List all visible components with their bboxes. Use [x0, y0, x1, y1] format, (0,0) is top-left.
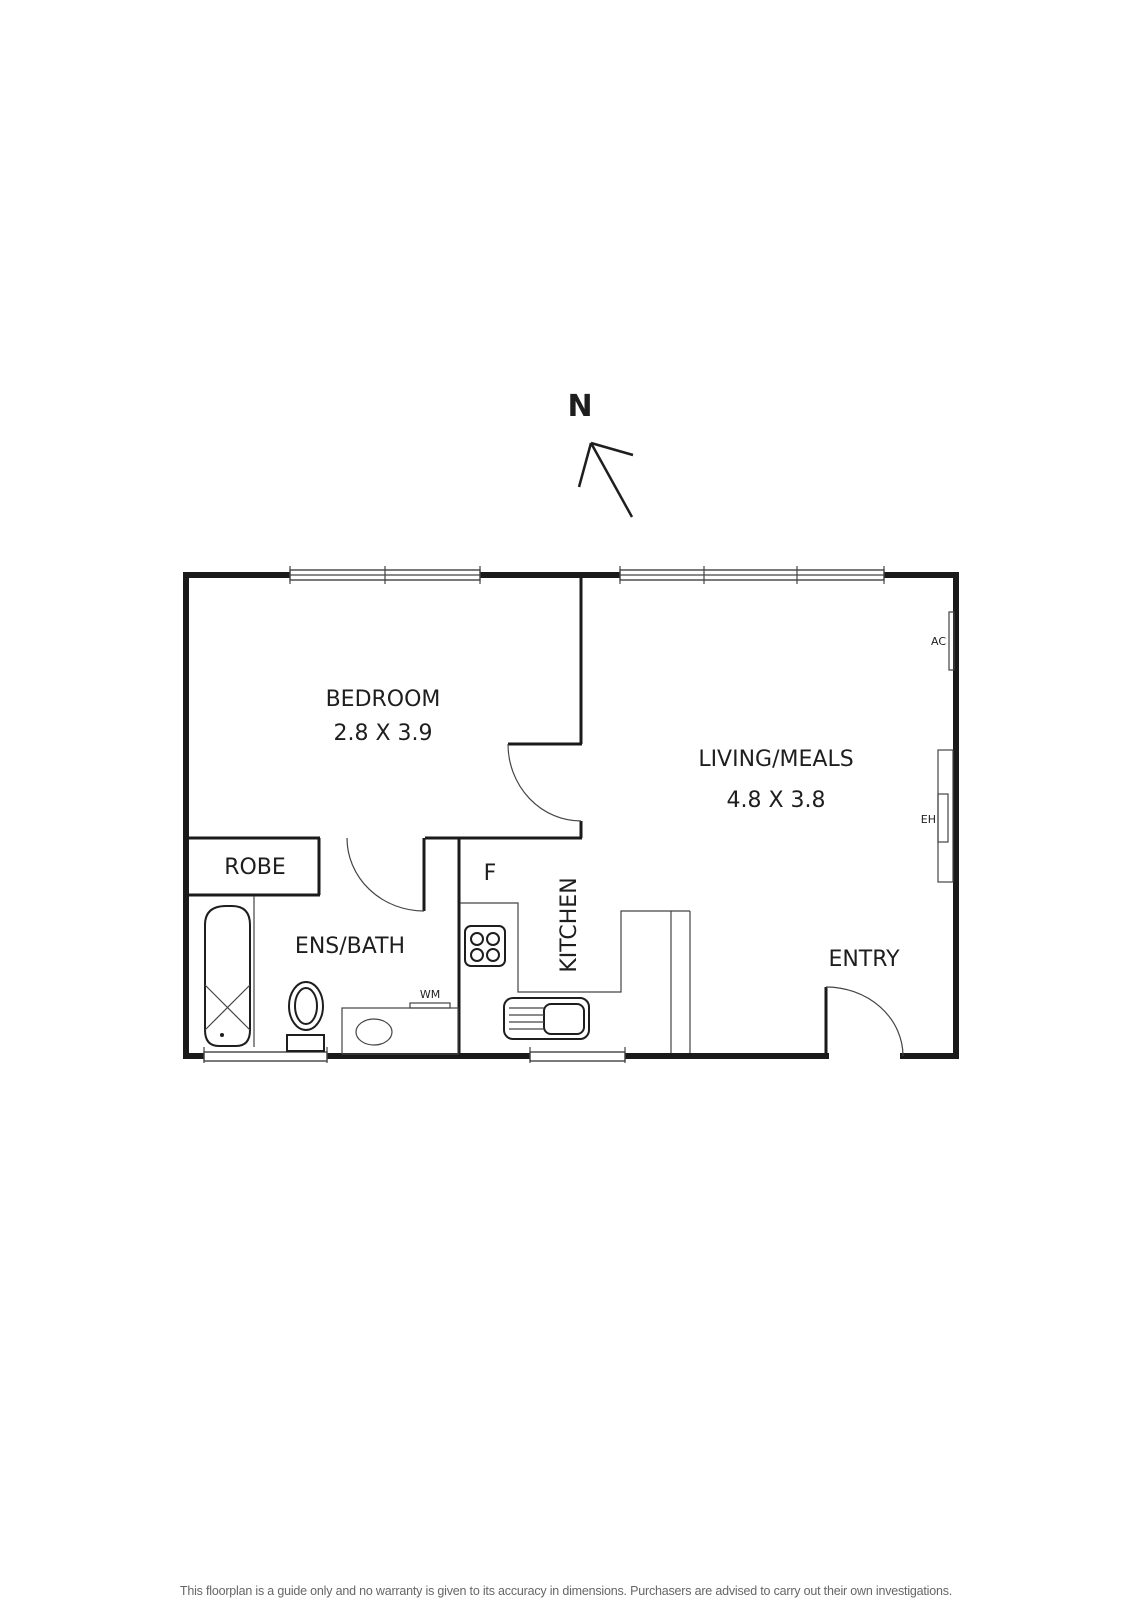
- fridge-label: F: [484, 861, 497, 886]
- washing-machine-icon: WM: [409, 988, 451, 1009]
- window-living: [619, 566, 885, 584]
- window-bathroom: [203, 1047, 328, 1063]
- bedroom-name: BEDROOM: [326, 687, 441, 712]
- kitchen-label: KITCHEN: [557, 877, 582, 972]
- doors: [346, 743, 904, 1057]
- compass: N: [567, 389, 634, 518]
- sink-icon: [503, 997, 590, 1040]
- robe-label: ROBE: [224, 855, 286, 880]
- windows: [203, 566, 885, 1063]
- entry-label: ENTRY: [828, 947, 900, 972]
- toilet-icon: [286, 981, 325, 1052]
- disclaimer: This floorplan is a guide only and no wa…: [179, 1584, 953, 1598]
- cooktop-icon: [464, 925, 506, 967]
- room-labels: BEDROOM 2.8 X 3.9 LIVING/MEALS 4.8 X 3.8…: [224, 687, 900, 973]
- electric-heater-icon: EH: [921, 749, 954, 883]
- eh-label: EH: [921, 813, 936, 826]
- window-kitchen: [529, 1047, 626, 1063]
- north-label: N: [567, 389, 592, 424]
- north-arrow-icon: [577, 441, 634, 518]
- bedroom-dimensions: 2.8 X 3.9: [333, 721, 432, 746]
- air-conditioner-icon: AC: [931, 611, 955, 671]
- entry-door: [824, 986, 904, 1057]
- living-dimensions: 4.8 X 3.8: [726, 788, 825, 813]
- vanity-icon: [341, 1007, 459, 1055]
- ensuite-door-swing: [346, 837, 425, 912]
- living-name: LIVING/MEALS: [698, 747, 853, 772]
- ac-label: AC: [931, 635, 946, 648]
- ensuite-label: ENS/BATH: [295, 934, 405, 959]
- wm-label: WM: [420, 988, 440, 1001]
- interior-walls: [189, 575, 583, 1056]
- outer-walls: [183, 572, 959, 1059]
- kitchen-bench: [460, 902, 691, 1053]
- window-bedroom: [289, 566, 481, 584]
- bathtub-icon: [204, 905, 251, 1047]
- bedroom-door-swing: [507, 743, 582, 822]
